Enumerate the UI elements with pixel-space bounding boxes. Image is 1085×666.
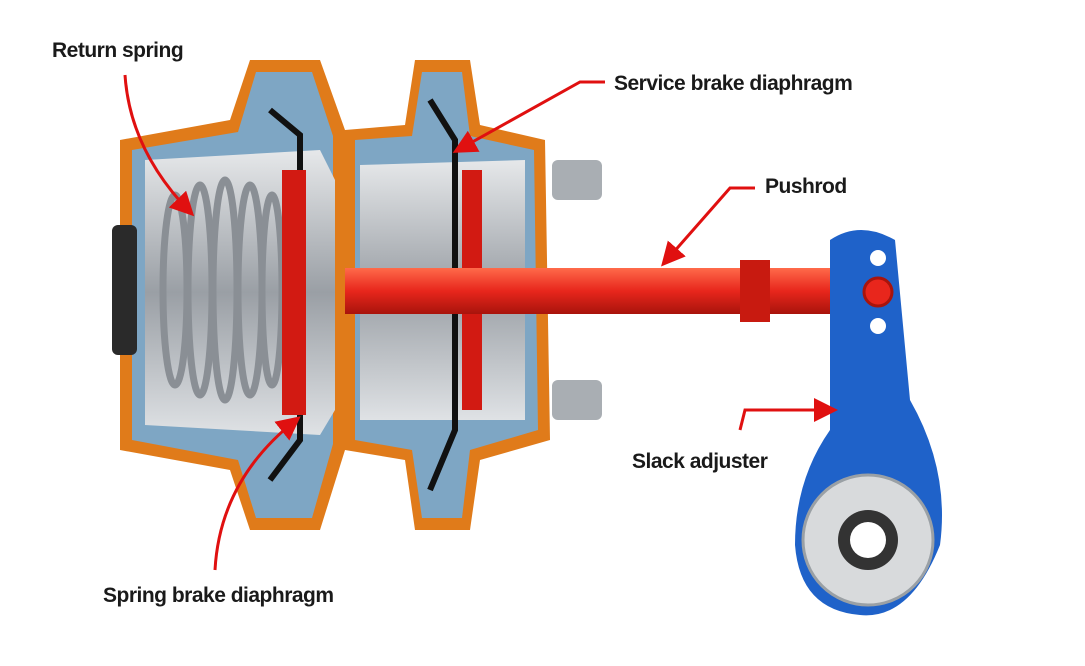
label-pushrod: Pushrod xyxy=(765,175,847,198)
callout-arrows xyxy=(123,74,838,571)
mounting-stud-top xyxy=(552,160,602,200)
end-cap xyxy=(112,225,137,355)
mounting-stud-bottom xyxy=(552,380,602,420)
return-spring xyxy=(159,176,286,404)
pushrod xyxy=(345,268,890,314)
arrow-pushrod xyxy=(661,186,755,267)
arrow-return-spring xyxy=(123,74,195,217)
arrow-slack-adjuster xyxy=(738,398,838,431)
spring-brake-piston-plate xyxy=(282,170,306,415)
arrow-spring-brake-diaphragm xyxy=(213,416,301,571)
slack-adjuster xyxy=(795,230,942,616)
label-service-brake-diaphragm: Service brake diaphragm xyxy=(614,72,852,95)
label-return-spring: Return spring xyxy=(52,39,183,62)
label-spring-brake-diaphragm: Spring brake diaphragm xyxy=(103,584,334,607)
pushrod-clevis-nut xyxy=(740,260,770,322)
spring-brake-chamber-housing xyxy=(120,60,345,530)
arrow-service-brake-diaphragm xyxy=(452,80,605,153)
label-slack-adjuster: Slack adjuster xyxy=(632,450,768,473)
